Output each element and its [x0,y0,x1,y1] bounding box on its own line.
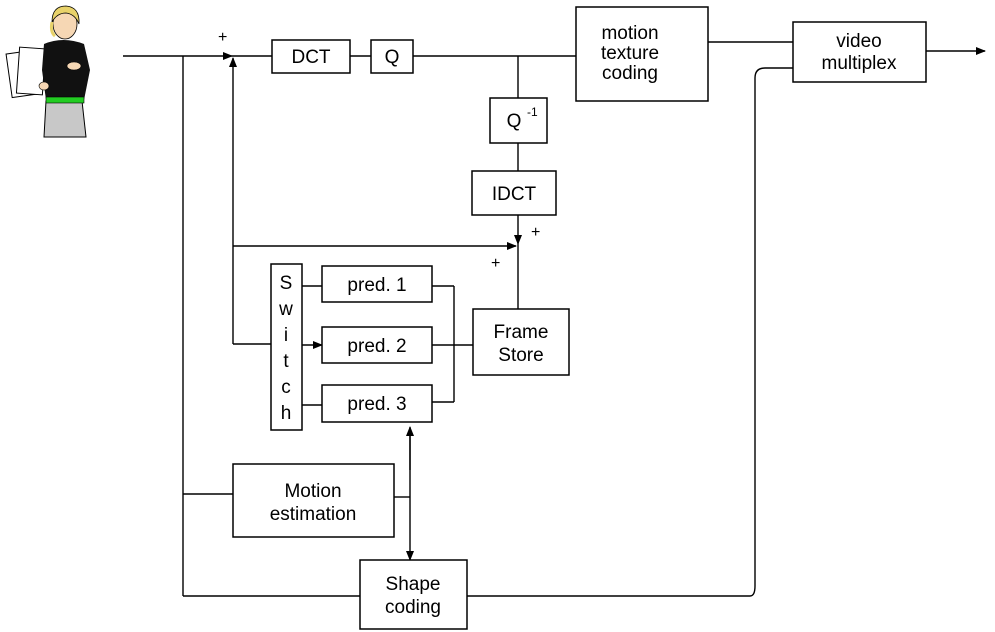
presenter-icon [5,5,90,138]
pred3-label: pred. 3 [347,394,406,415]
pred2-label: pred. 2 [347,336,406,357]
shape-coding-line2: coding [385,597,441,618]
frame-store-line1: Frame [494,322,549,343]
motion-texture-line3: coding [602,63,658,84]
inverse-quantizer-superscript: -1 [527,105,538,119]
recon-sum-plus-top: + [531,224,540,241]
switch-letter-i: i [284,325,288,346]
switch-block: S w i t c h [270,263,303,431]
switch-letter-s: S [280,273,293,294]
shape-coding-line1: Shape [386,574,441,595]
video-multiplex-line1: video [836,31,881,52]
dct-label: DCT [291,47,330,68]
motion-texture-coding-block: motion texture coding [575,6,709,102]
video-multiplex-line2: multiplex [822,53,897,74]
motion-estimation-block: Motion estimation [232,463,395,538]
shape-coding-block: Shape coding [359,559,468,630]
quantizer-label: Q [385,47,400,68]
switch-letter-t: t [283,351,289,372]
switch-letter-c: c [281,377,291,398]
inverse-quantizer-block: Q -1 [489,97,548,144]
recon-sum-plus-left: + [491,255,500,272]
switch-letter-h: h [281,403,292,424]
motion-texture-line2: texture [601,43,659,64]
pred3-block: pred. 3 [321,384,433,423]
idct-block: IDCT [471,170,557,216]
quantizer-block: Q [370,39,414,74]
pred1-block: pred. 1 [321,265,433,303]
video-multiplex-block: video multiplex [792,21,927,83]
idct-label: IDCT [492,184,537,205]
input-sum-plus: + [218,29,227,46]
dct-block: DCT [271,39,351,74]
motion-texture-line1: motion [601,23,658,44]
signal-wires [123,41,986,597]
frame-store-line2: Store [498,345,543,366]
motion-estimation-line2: estimation [270,504,357,525]
pred2-block: pred. 2 [321,326,433,364]
inverse-quantizer-label: Q [507,111,522,132]
frame-store-block: Frame Store [472,308,570,376]
switch-letter-w: w [278,299,293,320]
pred1-label: pred. 1 [347,275,406,296]
motion-estimation-line1: Motion [284,481,341,502]
